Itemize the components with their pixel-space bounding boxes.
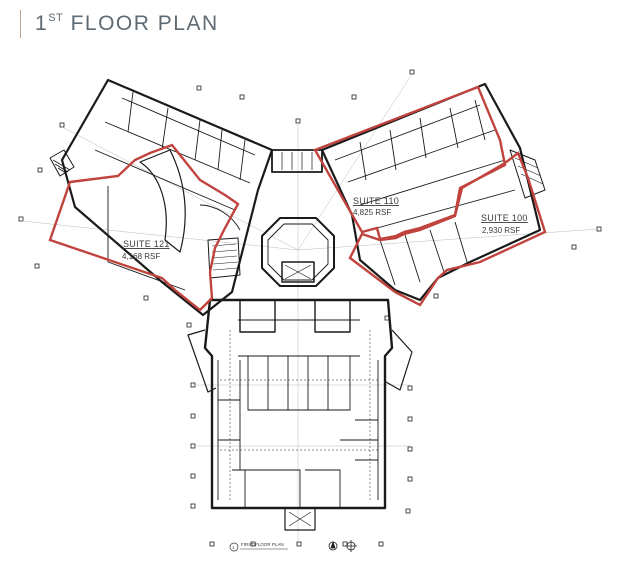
suite-name: SUITE 100	[481, 213, 528, 223]
north-arrow-icon	[328, 540, 357, 552]
suite-100-outline	[348, 151, 547, 307]
guide-lines	[21, 73, 600, 545]
suite-label-110: SUITE 110 4,825 RSF	[353, 196, 399, 217]
suite-outlines	[48, 85, 547, 312]
suite-110-outline	[313, 85, 507, 241]
drawing-caption: 1 FIRST FLOOR PLAN	[229, 542, 288, 552]
suite-area: 4,825 RSF	[353, 208, 391, 217]
caption-number: 1	[232, 545, 235, 550]
caption-bubble	[229, 542, 239, 552]
suite-name: SUITE 121	[123, 239, 170, 249]
title-rest: FLOOR PLAN	[63, 12, 219, 35]
title-number: 1	[35, 12, 49, 35]
title-bar: 1ST FLOOR PLAN	[20, 10, 219, 38]
suite-area: 2,930 RSF	[482, 226, 520, 235]
page-title: 1ST FLOOR PLAN	[35, 12, 219, 36]
suite-label-100: SUITE 100 2,930 RSF	[481, 213, 528, 235]
suite-name: SUITE 110	[353, 196, 399, 206]
suite-121-outline	[48, 143, 240, 312]
building-walls	[49, 78, 546, 531]
suite-label-121: SUITE 121 4,168 RSF	[122, 239, 170, 261]
caption-text: FIRST FLOOR PLAN	[241, 542, 284, 547]
title-suffix: ST	[48, 12, 64, 24]
grid-markers	[18, 69, 602, 547]
suite-area: 4,168 RSF	[122, 252, 160, 261]
